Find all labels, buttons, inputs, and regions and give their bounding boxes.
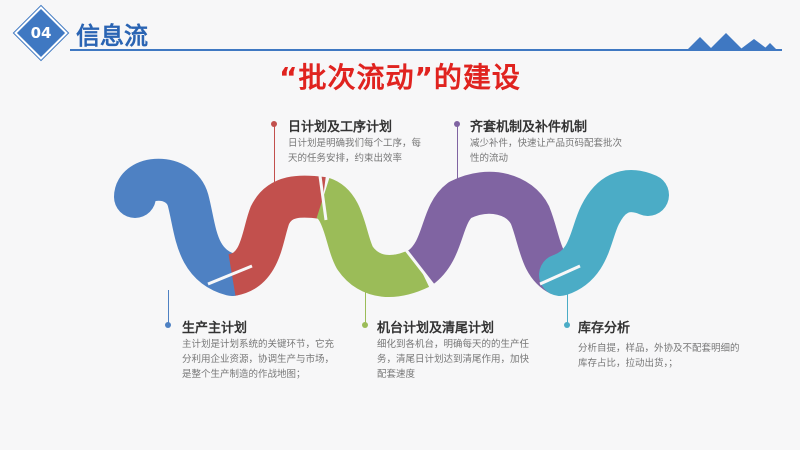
page-title: “批次流动”的建设	[279, 61, 521, 94]
connector-line-4	[457, 126, 458, 180]
step-3-desc: 细化到各机台，明确每天的的生产任务，清尾日计划达到清尾作用，加快配套速度	[377, 339, 530, 380]
connector-dot-2	[271, 121, 277, 127]
connector-dot-5	[564, 322, 570, 328]
connector-line-1	[168, 290, 169, 325]
wave-segment-green	[313, 177, 430, 297]
step-2-desc: 日计划是明确我们每个工序，每天的任务安排，约束出效率	[288, 138, 422, 164]
wave-segment-red	[226, 175, 326, 296]
mountain-decoration-icon	[686, 33, 778, 51]
wave-segment-blue	[114, 158, 253, 296]
connector-line-5	[567, 290, 568, 325]
connector-dot-4	[454, 121, 460, 127]
connector-line-3	[365, 288, 366, 326]
step-1-title: 生产主计划	[182, 321, 248, 336]
connector-dot-1	[165, 322, 171, 328]
step-5-title: 库存分析	[578, 321, 631, 336]
step-2-title: 日计划及工序计划	[288, 120, 393, 135]
wave-segment-purple	[406, 171, 572, 294]
step-5-desc: 分析自提，样品，外协及不配套明细的库存占比，拉动出货，；	[578, 343, 740, 369]
section-title: 信息流	[76, 22, 148, 50]
connector-line-2	[274, 126, 275, 186]
wave-segment-cyan	[539, 170, 669, 296]
step-4-desc: 减少补件，快速让产品页码配套批次性的流动	[470, 138, 623, 164]
section-number: 04	[30, 24, 52, 42]
header-divider	[70, 49, 782, 51]
connector-dot-3	[362, 322, 368, 328]
step-3-title: 机台计划及清尾计划	[377, 321, 495, 336]
step-4-title: 齐套机制及补件机制	[470, 120, 588, 135]
step-1-desc: 主计划是计划系统的关键环节，它充分利用企业资源，协调生产与市场，是整个生产制造的…	[182, 339, 335, 380]
